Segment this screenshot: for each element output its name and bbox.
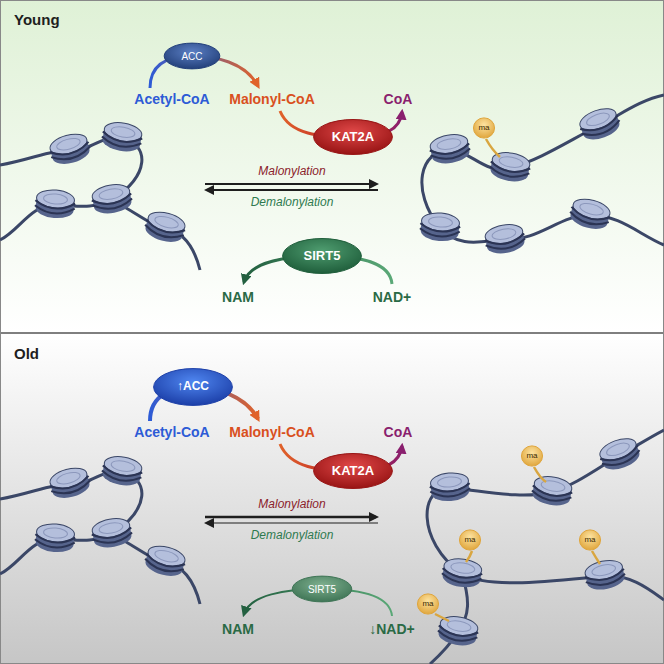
enzyme-oval: ACC (163, 42, 221, 70)
metabolite-label: ↓NAD+ (369, 621, 415, 637)
reaction-label: Demalonylation (251, 529, 334, 543)
nucleosome (483, 222, 527, 257)
chromatin-left-young (0, 120, 200, 270)
nucleosome (440, 556, 484, 589)
nucleosome (47, 130, 93, 167)
enzyme-oval: SIRT5 (291, 575, 353, 603)
metabolite-label: Malonyl-CoA (229, 91, 315, 107)
nucleosome (596, 434, 643, 474)
enzyme-oval: ↑ACC (152, 367, 234, 407)
nucleosome (530, 474, 574, 509)
metabolite-label: NAD+ (373, 289, 412, 305)
mark-tail (435, 614, 449, 621)
oval-fill (459, 530, 480, 550)
enzyme-name: SIRT5 (308, 584, 336, 595)
nucleosome (34, 188, 76, 219)
enzyme-name: SIRT5 (304, 249, 341, 263)
old-background (0, 333, 664, 664)
young-panel: YoungACC KAT2A maSIRT5 (0, 0, 664, 332)
chromatin-right-young (419, 95, 664, 256)
malonyl-mark: ma (417, 593, 439, 615)
chromatin-right-old (427, 430, 664, 664)
nucleosome (488, 150, 532, 185)
enzyme-oval: KAT2A (312, 452, 394, 490)
chromatin-fiber (112, 534, 200, 604)
enzyme-name: ma (422, 600, 433, 609)
old-panel: Old↑ACCKAT2AmamamamaSIRT5 (0, 334, 664, 664)
oval-fill (283, 239, 362, 274)
chromatin-fiber (427, 430, 664, 600)
enzyme-name: ↑ACC (177, 380, 209, 393)
malonyl-mark: ma (579, 529, 601, 551)
nucleosome (90, 182, 134, 217)
demalonylation-arrow (207, 522, 378, 523)
metabolite-label: CoA (384, 424, 413, 440)
panel-heading: Old (14, 346, 39, 363)
nucleosome (47, 464, 93, 501)
enzyme-name: ma (584, 536, 595, 545)
mark-tail (592, 551, 600, 564)
nucleosome (142, 542, 188, 579)
reaction-label: Demalonylation (251, 196, 334, 210)
nucleosome (90, 516, 134, 551)
enzyme-name: KAT2A (332, 464, 374, 478)
nucleosome (582, 557, 627, 593)
metabolite-label: Acetyl-CoA (134, 91, 209, 107)
mark-tail (466, 551, 472, 562)
nucleosome (429, 471, 471, 502)
malonyl-mark: ma (521, 445, 543, 467)
oval-fill (292, 576, 352, 602)
nucleosome (428, 132, 472, 167)
malonyl-mark: ma (459, 529, 481, 551)
metabolite-label: NAM (222, 621, 254, 637)
metabolite-label: Acetyl-CoA (134, 424, 209, 440)
enzyme-name: KAT2A (332, 130, 374, 144)
oval-fill (164, 43, 220, 69)
enzyme-oval: KAT2A (312, 118, 394, 156)
oval-fill (473, 118, 494, 138)
nucleosome (100, 120, 144, 155)
mark-tail (534, 467, 546, 482)
nucleosome (100, 454, 144, 489)
demalonylation-arrow (207, 189, 378, 191)
enzyme-name: ma (526, 452, 537, 461)
malonylation-arrow (205, 516, 376, 519)
malonylation-arrow (205, 183, 376, 185)
reaction-label: Malonylation (258, 498, 325, 512)
enzyme-name: ma (478, 124, 489, 133)
oval-fill (154, 369, 233, 406)
metabolite-label: CoA (384, 91, 413, 107)
chromatin-fiber (112, 200, 200, 270)
malonyl-mark: ma (473, 117, 495, 139)
panel-heading: Young (14, 12, 60, 29)
oval-fill (314, 454, 393, 489)
metabolite-label: Malonyl-CoA (229, 424, 315, 440)
reaction-label: Malonylation (258, 165, 325, 179)
oval-fill (579, 530, 600, 550)
oval-fill (417, 594, 438, 614)
nucleosome (419, 211, 461, 242)
enzyme-name: ma (464, 536, 475, 545)
young-background (0, 0, 664, 333)
nucleosome (576, 104, 623, 144)
oval-fill (314, 120, 393, 155)
nucleosome (142, 208, 188, 245)
mark-tail (486, 139, 500, 157)
metabolite-label: NAM (222, 289, 254, 305)
enzyme-oval: SIRT5 (281, 237, 363, 275)
nucleosome (34, 522, 76, 553)
oval-fill (521, 446, 542, 466)
nucleosome (567, 195, 613, 232)
panel-divider (0, 332, 664, 334)
enzyme-name: ACC (181, 51, 202, 62)
chromatin-left-old (0, 454, 200, 604)
